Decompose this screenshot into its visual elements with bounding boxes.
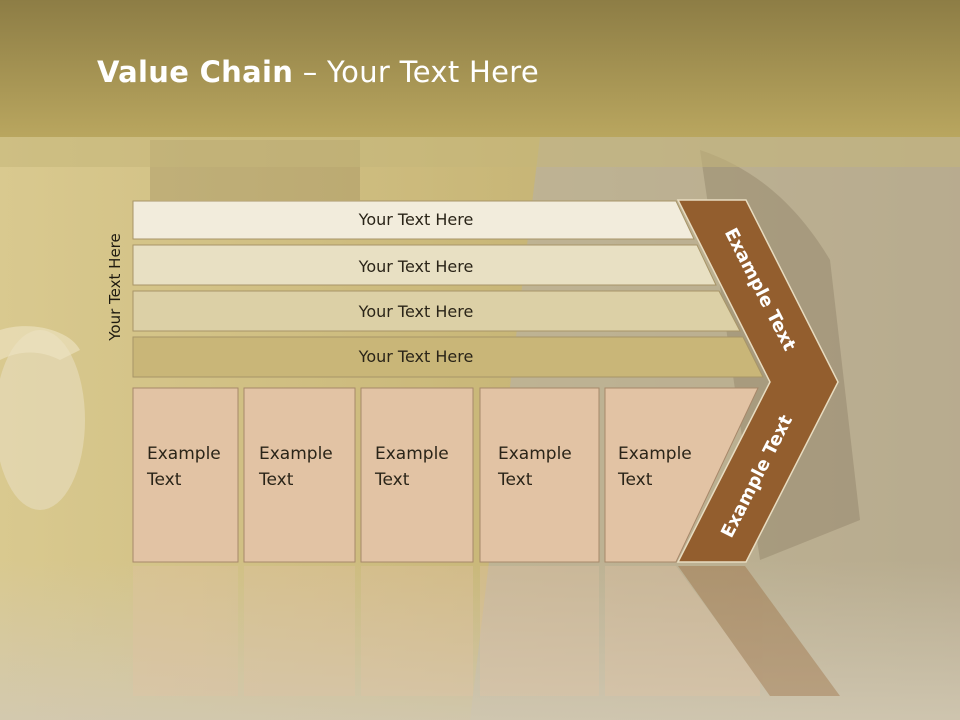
reflection-group	[133, 566, 840, 696]
row-label-3: Your Text Here	[358, 302, 474, 321]
row-band-3[interactable]	[132, 290, 741, 332]
title-bar-band	[0, 137, 960, 167]
cell-3-line-2: Text	[374, 470, 410, 490]
slide-title-rest: – Your Text Here	[293, 55, 539, 89]
cell-4-line-2: Text	[497, 470, 533, 490]
cell-2-line-2: Text	[258, 470, 294, 490]
slide-title[interactable]: Value Chain – Your Text Here	[97, 55, 539, 89]
column-cell-3[interactable]	[360, 387, 474, 563]
cell-4-line-1: Example	[498, 444, 572, 464]
row-label-4: Your Text Here	[358, 347, 474, 366]
slide-title-bold: Value Chain	[97, 55, 294, 89]
cell-1-line-2: Text	[146, 470, 182, 490]
column-cell-2[interactable]	[243, 387, 356, 563]
title-bar	[0, 0, 960, 137]
cell-3-line-1: Example	[375, 444, 449, 464]
cell-1-line-1: Example	[147, 444, 221, 464]
column-cell-5[interactable]	[604, 387, 759, 563]
row-label-1: Your Text Here	[358, 210, 474, 229]
column-cell-4[interactable]	[479, 387, 600, 563]
row-band-1[interactable]	[132, 200, 695, 240]
row-band-2[interactable]	[132, 244, 717, 286]
cell-5-line-1: Example	[618, 444, 692, 464]
chevron-arrow[interactable]	[676, 199, 839, 563]
cell-2-line-1: Example	[259, 444, 333, 464]
row-band-4[interactable]	[132, 336, 764, 378]
column-cell-1[interactable]	[132, 387, 239, 563]
row-label-2: Your Text Here	[358, 257, 474, 276]
cell-5-line-2: Text	[617, 470, 653, 490]
